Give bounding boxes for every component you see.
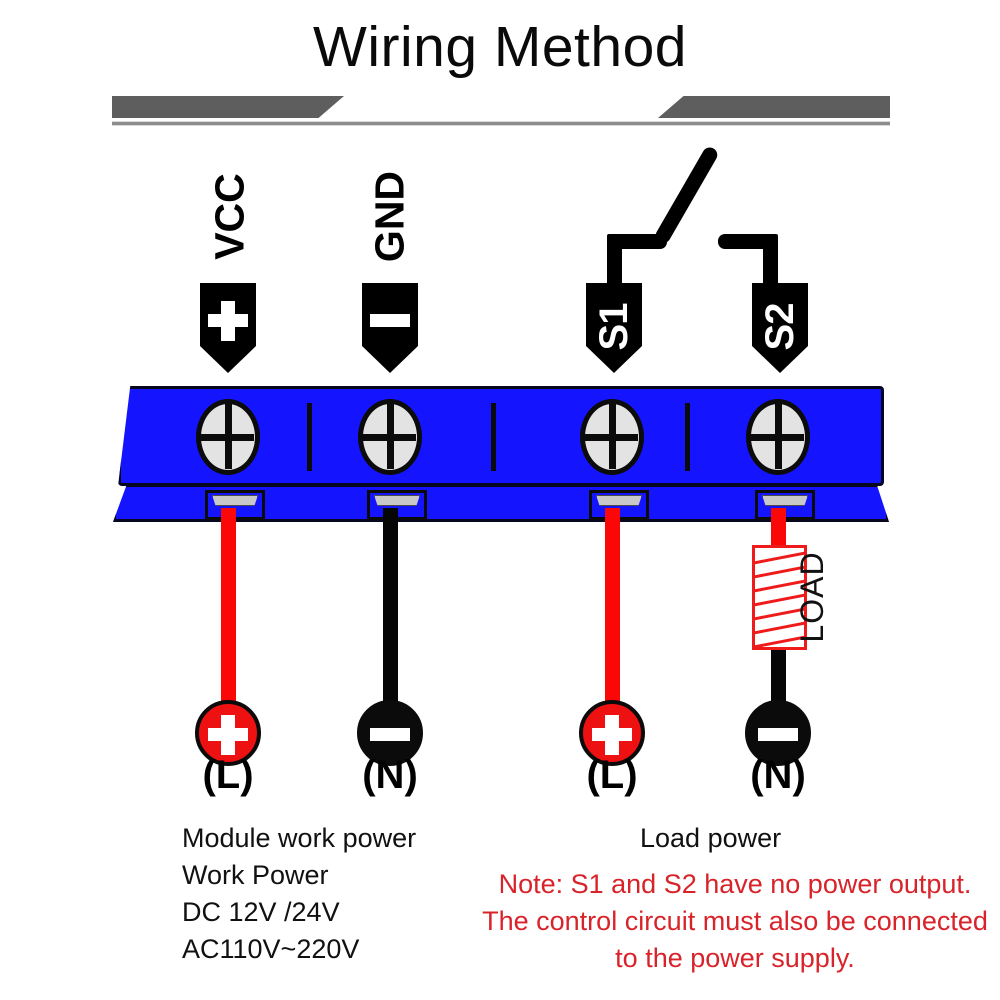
module-power-line-1: Module work power [182,823,417,853]
decorative-divider [112,96,890,130]
terminal-pointer-gnd [362,283,418,373]
connector-label-neutral-module: (N) [362,753,418,797]
module-power-line-2: Work Power [182,860,329,890]
page-title: Wiring Method [313,15,687,79]
terminal-pointer-s1: S1 [586,283,642,373]
terminal-pointer-label-s1: S1 [592,303,636,351]
divider-rule [112,121,890,126]
screw-terminal-gnd[interactable] [358,399,422,475]
module-power-line-3: DC 12V /24V [182,897,340,927]
warning-note-line-3: to the power supply. [615,943,855,973]
divider-left-bar [112,96,344,118]
slot-clamp-icon [374,495,420,506]
load-power-caption: Load power [640,823,782,853]
slot-clamp-icon [596,495,642,506]
connector-neutral-load [745,700,811,766]
switch-arm-s1 [607,234,667,249]
connector-neutral-module [357,700,423,766]
slot-clamp-icon [762,495,808,506]
switch-lever [653,144,720,246]
slot-clamp-icon [212,495,258,506]
terminal-pointer-vcc [200,283,256,373]
warning-note-line-1: Note: S1 and S2 have no power output. [498,869,972,899]
module-power-caption: Module work power Work Power DC 12V /24V… [182,820,416,968]
connector-label-live-module: (L) [202,753,254,797]
minus-icon [370,314,410,327]
divider-right-bar [658,96,890,118]
connector-label-neutral-load: (N) [750,753,806,797]
terminal-pointer-s2: S2 [752,283,808,373]
minus-icon [758,728,798,741]
wire-gnd [383,508,398,708]
terminal-label-vcc: VCC [206,173,253,260]
screw-terminal-s2[interactable] [746,399,810,475]
plus-icon [221,715,235,755]
screw-terminal-vcc[interactable] [196,399,260,475]
terminal-divider-3 [685,403,690,471]
plus-icon [221,301,235,341]
warning-note: Note: S1 and S2 have no power output. Th… [470,866,1000,977]
wire-load-to-neutral [771,644,786,708]
minus-icon [370,728,410,741]
terminal-pointer-label-s2: S2 [758,303,802,351]
wire-vcc [221,508,236,708]
connector-live-load [579,700,645,766]
terminal-divider-1 [307,403,312,471]
plus-icon [605,715,619,755]
wire-s1 [605,508,620,708]
screw-terminal-s1[interactable] [580,399,644,475]
load-resistor-symbol [752,545,807,650]
terminal-label-gnd: GND [366,170,413,263]
connector-label-live-load: (L) [586,753,638,797]
module-power-line-4: AC110V~220V [182,934,360,964]
terminal-divider-2 [491,403,496,471]
connector-live-module [195,700,261,766]
warning-note-line-2: The control circuit must also be connect… [482,906,988,936]
switch-stem-s2 [763,234,778,289]
load-label: LOAD [794,551,830,643]
wire-s2-to-load [771,508,786,553]
